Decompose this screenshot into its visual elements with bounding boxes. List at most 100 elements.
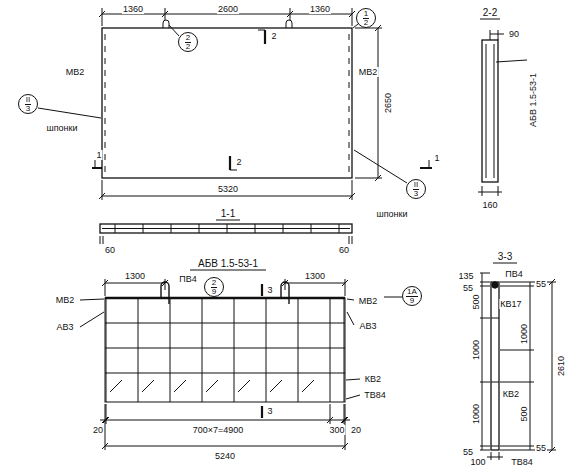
section-3-3 — [480, 263, 556, 460]
drawing-stroke — [349, 34, 350, 172]
view-title-label: АБВ 1.5-53-1 — [197, 258, 259, 269]
view-title-label: 3-3 — [497, 251, 513, 262]
drawing-stroke — [202, 298, 203, 402]
drawing-stroke — [496, 60, 527, 62]
dimension-label: 300 — [328, 425, 345, 435]
part-mark-label: МВ2 — [358, 67, 379, 77]
drawing-stroke — [100, 236, 352, 244]
part-mark-label: ПВ4 — [178, 274, 197, 284]
drawing-stroke — [480, 273, 490, 450]
callout-number: 3 — [413, 190, 419, 198]
section-mark-label: 3 — [266, 285, 273, 295]
drawing-stroke — [206, 380, 218, 392]
callout-circle: 29 — [204, 277, 224, 297]
drawing-stroke — [227, 224, 228, 233]
callout-circle: II3 — [406, 179, 426, 199]
drawing-stroke — [238, 380, 250, 392]
callout-number: 2 — [211, 279, 217, 288]
dimension-label: 2610 — [556, 355, 566, 377]
section-mark-label: 1 — [95, 150, 102, 160]
drawing-stroke — [105, 404, 345, 450]
part-mark-label: МВ2 — [358, 296, 379, 306]
dimension-label: 55 — [462, 283, 474, 293]
drawing-stroke — [491, 318, 499, 446]
drawing-stroke — [105, 279, 345, 296]
drawing-stroke — [355, 25, 382, 181]
drawing-stroke — [95, 30, 429, 170]
dimension-label: 1360 — [122, 4, 144, 14]
callout-number: II — [25, 96, 31, 105]
dimension-label: 20 — [92, 425, 104, 435]
drawing-stroke — [80, 297, 402, 399]
drawing-stroke — [311, 224, 312, 233]
drawing-stroke — [283, 224, 284, 233]
drawing-stroke — [490, 30, 504, 40]
dimension-label: 100 — [469, 457, 486, 467]
view-title-label: 2-2 — [482, 7, 498, 18]
callout-circle: 12 — [356, 8, 376, 28]
drawing-stroke — [491, 282, 499, 450]
section-mark-label: 2 — [235, 157, 242, 167]
drawing-stroke — [486, 44, 494, 178]
drawing-stroke — [478, 186, 502, 196]
part-mark-label: ТВ84 — [510, 457, 534, 467]
callout-number: 9 — [211, 288, 217, 296]
dimension-label: 160 — [481, 200, 498, 210]
drawing-stroke — [487, 452, 503, 460]
drawing-stroke — [480, 19, 500, 20]
dimension-label: 1000 — [471, 339, 481, 361]
drawing-stroke — [99, 180, 355, 200]
part-mark-label: ПВ4 — [504, 269, 523, 279]
drawing-stroke — [102, 443, 348, 449]
drawing-stroke — [493, 263, 517, 264]
drawing-stroke — [270, 380, 282, 392]
callout-number: 2 — [363, 19, 369, 27]
part-mark-label: КВ17 — [499, 299, 522, 309]
callout-circle: II3 — [18, 94, 38, 114]
note-label: шпонки — [375, 209, 408, 219]
view-title-label: 1-1 — [220, 208, 236, 219]
note-label: шпонки — [45, 123, 78, 133]
drawing-stroke — [100, 224, 352, 233]
drawing-stroke — [105, 298, 345, 402]
part-mark-label: АВ3 — [358, 321, 377, 331]
drawing-stroke — [255, 224, 256, 233]
drawing-stroke — [171, 224, 172, 233]
drawing-stroke — [190, 270, 266, 271]
drawing-stroke — [142, 380, 154, 392]
drawing-stroke — [100, 417, 350, 423]
dimension-label: 90 — [508, 29, 520, 39]
callout-number: 9 — [409, 297, 415, 305]
dimension-label: 700×7=4900 — [192, 425, 245, 435]
drawing-stroke — [266, 298, 267, 402]
drawing-stroke — [500, 282, 534, 450]
drawing-stroke — [115, 224, 116, 233]
drawing-stroke — [163, 20, 292, 28]
part-mark-label: АБВ 1.5-53-1 — [528, 72, 538, 128]
dimension-label: 55 — [462, 447, 474, 457]
drawing-stroke — [92, 30, 432, 170]
drawing-stroke — [261, 284, 263, 418]
dimension-label: 2600 — [217, 4, 239, 14]
drawing-stroke — [199, 224, 200, 233]
dimension-label: 1300 — [124, 271, 146, 281]
dimension-label: 1300 — [304, 271, 326, 281]
callout-number: 1 — [363, 10, 369, 19]
drawing-stroke — [339, 224, 340, 233]
dimension-label: 5240 — [214, 451, 236, 461]
drawing-stroke — [330, 298, 331, 402]
dimension-label: 2650 — [383, 92, 393, 114]
plan-view — [38, 8, 432, 200]
dimension-label: 135 — [457, 271, 474, 281]
callout-number: 3 — [25, 105, 31, 113]
drawing-stroke — [492, 282, 498, 288]
cage-elevation — [80, 270, 402, 450]
section-2-2 — [478, 19, 527, 196]
drawing-stroke — [170, 298, 171, 402]
dimension-label: 60 — [104, 245, 116, 255]
drawing-stroke — [105, 348, 345, 349]
callout-circle: 1А9 — [402, 286, 422, 306]
part-mark-label: КВ2 — [364, 374, 382, 384]
drawing-stroke — [344, 298, 345, 402]
